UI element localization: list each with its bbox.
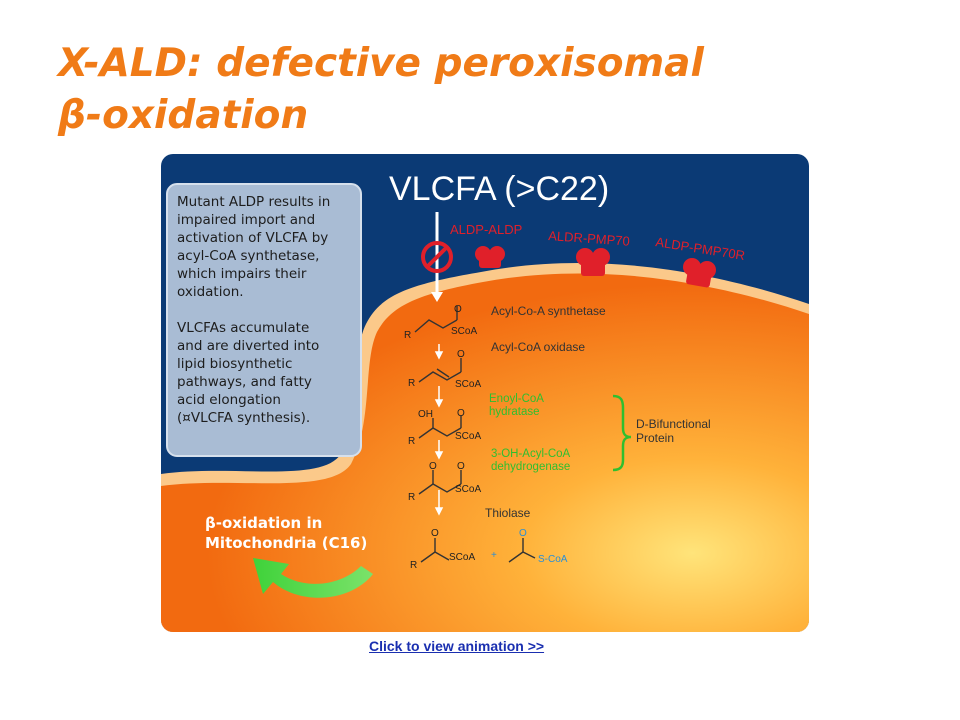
info-line: pathways, and fatty bbox=[177, 374, 312, 390]
slide-title: X-ALD: defective peroxisomal β-oxidation bbox=[58, 38, 918, 142]
info-line: (¤VLCFA synthesis). bbox=[177, 410, 310, 426]
chem-o: O bbox=[429, 461, 437, 472]
enzyme-enoyl-coa-hydratase-line2: hydratase bbox=[489, 406, 540, 418]
chem-o: O bbox=[457, 461, 465, 472]
entry-arrow-head bbox=[431, 292, 443, 302]
transporter-label-aldr-pmp70: ALDR-PMP70 bbox=[548, 228, 630, 249]
chem-scoa: SCoA bbox=[455, 484, 481, 495]
transporter-label-aldp-aldp: ALDP-ALDP bbox=[450, 222, 522, 237]
info-line: which impairs their bbox=[177, 266, 307, 282]
diagram-heading: VLCFA (>C22) bbox=[389, 170, 609, 208]
bifunctional-label-line1: D-Bifunctional bbox=[636, 417, 711, 431]
info-line: activation of VLCFA by bbox=[177, 230, 328, 246]
bifunctional-bracket bbox=[612, 394, 632, 472]
molecule-product-acyl-coa bbox=[420, 538, 450, 563]
molecule-hydroxyacyl-coa bbox=[418, 416, 462, 439]
molecule-acyl-coa bbox=[414, 306, 458, 333]
mito-label-line1: β-oxidation in bbox=[205, 514, 322, 532]
chem-scoa: SCoA bbox=[449, 552, 475, 563]
mitochondria-arrow bbox=[253, 558, 373, 598]
transporter-aldr-pmp70 bbox=[576, 248, 610, 276]
block-icon bbox=[421, 241, 453, 273]
cell-interior bbox=[161, 273, 809, 632]
chem-o: O bbox=[457, 408, 465, 419]
title-line-2: β-oxidation bbox=[58, 93, 309, 138]
info-box bbox=[166, 183, 362, 457]
chem-o: O bbox=[431, 528, 439, 539]
vlcfa-diagram: VLCFA (>C22) Mutant ALDP results in impa… bbox=[161, 154, 809, 632]
chem-o-blue: O bbox=[519, 528, 527, 539]
enzyme-dehydrogenase-line1: 3-OH-Acyl-CoA bbox=[491, 448, 571, 460]
pathway-arrows bbox=[434, 344, 444, 516]
chem-s-coa: S-CoA bbox=[538, 554, 568, 565]
chem-r: R bbox=[410, 560, 417, 571]
enzyme-thiolase: Thiolase bbox=[485, 506, 531, 520]
info-line: acyl-CoA synthetase, bbox=[177, 248, 319, 264]
info-line: Mutant ALDP results in bbox=[177, 194, 330, 210]
molecule-enoyl-coa bbox=[418, 358, 462, 383]
chem-r: R bbox=[408, 492, 415, 503]
chem-plus: + bbox=[491, 550, 497, 561]
title-line-1: X-ALD: defective peroxisomal bbox=[58, 41, 704, 86]
bifunctional-label-line2: Protein bbox=[636, 431, 674, 445]
info-line: oxidation. bbox=[177, 284, 244, 300]
molecule-ketoacyl-coa bbox=[418, 470, 462, 495]
info-line: acid elongation bbox=[177, 392, 281, 408]
chem-scoa: SCoA bbox=[455, 431, 481, 442]
transporter-aldp-pmp70r bbox=[683, 258, 716, 288]
info-line: lipid biosynthetic bbox=[177, 356, 292, 372]
chem-r: R bbox=[404, 330, 411, 341]
enzyme-dehydrogenase-line2: dehydrogenase bbox=[491, 461, 570, 473]
chem-oh: OH bbox=[418, 409, 433, 420]
mito-label-line2: Mitochondria (C16) bbox=[205, 534, 367, 552]
info-box-text: Mutant ALDP results in impaired import a… bbox=[177, 194, 330, 426]
enzyme-enoyl-coa-hydratase-line1: Enoyl-CoA bbox=[489, 393, 544, 405]
info-line: VLCFAs accumulate bbox=[177, 320, 309, 336]
chem-scoa: SCoA bbox=[451, 326, 477, 337]
info-line: impaired import and bbox=[177, 212, 315, 228]
enzyme-acyl-coa-synthetase: Acyl-Co-A synthetase bbox=[491, 304, 606, 318]
chem-r: R bbox=[408, 378, 415, 389]
info-line: and are diverted into bbox=[177, 338, 319, 354]
molecule-acetyl-coa bbox=[508, 538, 536, 563]
enzyme-acyl-coa-oxidase: Acyl-CoA oxidase bbox=[491, 340, 585, 354]
chem-o: O bbox=[454, 304, 462, 315]
chem-o: O bbox=[457, 349, 465, 360]
view-animation-link[interactable]: Click to view animation >> bbox=[369, 638, 545, 654]
chem-r: R bbox=[408, 436, 415, 447]
transporter-aldp-aldp bbox=[475, 246, 505, 268]
chem-scoa: SCoA bbox=[455, 379, 481, 390]
